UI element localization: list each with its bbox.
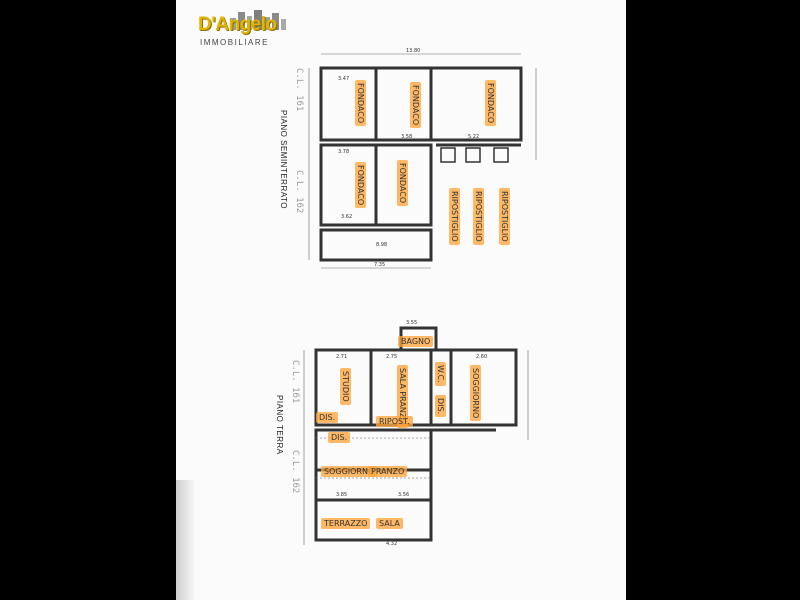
ground-floor-plan-drawing: 3.55 2.71 2.75 2.60 3.85 3.56 4.32 xyxy=(303,320,529,547)
skyline-logo-icon xyxy=(230,10,286,30)
floor-title-ground: PIANO TERRA xyxy=(275,395,284,455)
room-label: RIPOSTIGLIO xyxy=(499,188,510,245)
room-label: SOGGIORNO xyxy=(321,466,378,477)
dim-room-7: 7.35 xyxy=(374,262,385,268)
floor-title-basement: PIANO SEMINTERRATO xyxy=(279,110,288,209)
dim-ground-3: 2.75 xyxy=(386,354,397,360)
room-label: DIS. xyxy=(435,395,446,418)
dim-total-width: 13.80 xyxy=(406,48,420,54)
company-logo: D'Angelo IMMOBILIARE xyxy=(198,8,308,52)
dim-room-3: 5.22 xyxy=(468,134,479,140)
room-label: STUDIO xyxy=(340,368,351,405)
room-label: DIS. xyxy=(316,412,339,423)
room-label: FONDACO xyxy=(355,162,366,209)
room-label: DIS. xyxy=(328,432,351,443)
floor-plan-sheet: D'Angelo IMMOBILIARE 13.80 3.47 3.5 xyxy=(176,0,626,600)
room-label: FONDACO xyxy=(397,160,408,207)
room-label: FONDACO xyxy=(410,82,421,129)
room-label: TERRAZZO xyxy=(321,518,371,529)
room-label: RIPOSTIGLIO xyxy=(449,188,460,245)
dim-ground-7: 4.32 xyxy=(386,541,397,547)
handnote: C.L. 162 xyxy=(294,170,304,214)
dim-ground-5: 3.85 xyxy=(336,492,347,498)
dim-ground-2: 2.71 xyxy=(336,354,347,360)
logo-name: D'Angelo xyxy=(198,14,277,35)
room-label: FONDACO xyxy=(485,80,496,127)
handnote: C.L. 161 xyxy=(290,360,300,404)
dim-ground-6: 3.56 xyxy=(398,492,409,498)
room-label: SOGGIORNO xyxy=(470,365,481,422)
dim-room-6: 8.98 xyxy=(376,242,387,248)
dim-room-5: 3.62 xyxy=(341,214,352,220)
room-label: RIPOSTIGLIO xyxy=(473,188,484,245)
logo-subtitle: IMMOBILIARE xyxy=(200,38,269,47)
basement-plan-drawing: 13.80 3.47 3.58 5.22 3.78 3.62 8.98 7.35 xyxy=(308,48,537,269)
page-edge-shadow xyxy=(176,480,194,600)
room-label: PRANZO xyxy=(368,466,408,477)
room-label: FONDACO xyxy=(355,80,366,127)
room-label: RIPOST. xyxy=(376,416,413,427)
room-label: W.C. xyxy=(435,362,446,386)
room-label: BAGNO xyxy=(398,336,434,347)
handnote: C.L. 162 xyxy=(290,450,300,494)
dim-room-2: 3.58 xyxy=(401,134,412,140)
dim-ground-1: 3.55 xyxy=(406,320,417,326)
dim-ground-4: 2.60 xyxy=(476,354,487,360)
room-label: SALA xyxy=(376,518,403,529)
handnote: C.L. 161 xyxy=(294,68,304,112)
dim-room-1: 3.47 xyxy=(338,76,349,82)
dim-room-4: 3.78 xyxy=(338,149,349,155)
